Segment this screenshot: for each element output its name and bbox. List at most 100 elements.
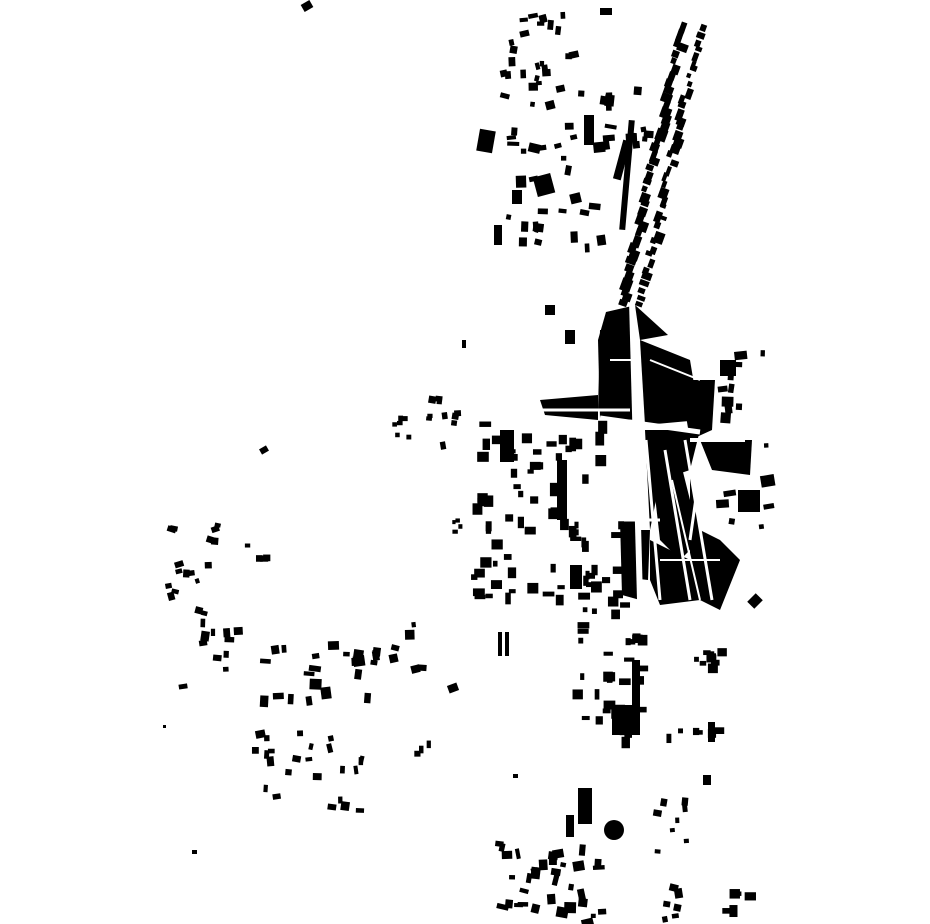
street (663, 449, 692, 601)
building (603, 700, 616, 710)
building (638, 665, 649, 672)
building (663, 78, 674, 89)
building (462, 340, 466, 348)
building (634, 213, 645, 226)
building (619, 119, 635, 231)
building (623, 270, 635, 283)
building (551, 874, 560, 887)
building (572, 689, 583, 700)
building (670, 49, 680, 59)
building (633, 86, 642, 96)
building (550, 867, 562, 877)
building (212, 654, 222, 662)
building (722, 908, 733, 914)
building (390, 644, 400, 652)
building (353, 765, 359, 775)
building (308, 664, 322, 673)
building (547, 19, 554, 30)
building (175, 568, 183, 575)
building (490, 580, 503, 590)
building (578, 592, 591, 600)
building (553, 142, 562, 149)
building (672, 129, 684, 143)
building-block (635, 305, 668, 340)
building (678, 728, 683, 734)
building (521, 433, 533, 444)
building (637, 286, 646, 295)
building (673, 903, 682, 912)
building (427, 413, 433, 418)
building (178, 683, 188, 690)
building (339, 765, 345, 774)
building (518, 237, 527, 247)
building (560, 155, 567, 161)
building (263, 784, 268, 793)
building (555, 453, 563, 461)
building (560, 518, 569, 531)
building (428, 395, 437, 404)
building (343, 651, 350, 657)
building (355, 808, 365, 813)
building (270, 644, 280, 655)
building (638, 278, 650, 288)
building (426, 740, 431, 749)
building (308, 743, 314, 751)
building (527, 469, 534, 474)
building (546, 441, 557, 447)
building (166, 591, 176, 602)
building (555, 594, 564, 606)
building (272, 793, 282, 800)
building (477, 497, 488, 507)
building (717, 648, 727, 657)
building (509, 875, 516, 880)
building (476, 128, 496, 154)
building (411, 621, 417, 628)
building (538, 859, 548, 871)
building (496, 902, 510, 911)
building (605, 92, 613, 98)
building (763, 443, 769, 448)
building (520, 69, 527, 79)
building (518, 490, 524, 498)
building (652, 230, 666, 245)
building (686, 72, 692, 79)
building (603, 137, 611, 150)
building (576, 888, 587, 902)
building (285, 768, 292, 776)
building (281, 644, 287, 653)
building (581, 537, 587, 548)
building (200, 618, 206, 628)
building (707, 651, 715, 657)
building (566, 815, 574, 837)
building (528, 82, 539, 91)
street (629, 299, 643, 601)
building (406, 434, 412, 440)
building (517, 516, 524, 529)
building (670, 57, 678, 65)
building (591, 564, 598, 576)
building (557, 585, 565, 590)
building (455, 518, 460, 523)
building (474, 568, 485, 578)
building (643, 170, 654, 184)
building (520, 148, 527, 154)
building (532, 449, 542, 455)
building (309, 678, 322, 690)
building (612, 566, 625, 574)
building (591, 581, 602, 593)
building (557, 460, 567, 520)
building (720, 412, 732, 424)
building (255, 555, 263, 562)
building-block (540, 395, 598, 420)
building (763, 502, 775, 510)
building (564, 165, 572, 176)
building (578, 637, 584, 644)
building (568, 525, 577, 538)
building (327, 735, 335, 742)
building (717, 385, 728, 393)
building (707, 663, 718, 674)
building (414, 750, 421, 757)
building (535, 80, 542, 86)
building (632, 660, 640, 730)
building (613, 590, 623, 599)
